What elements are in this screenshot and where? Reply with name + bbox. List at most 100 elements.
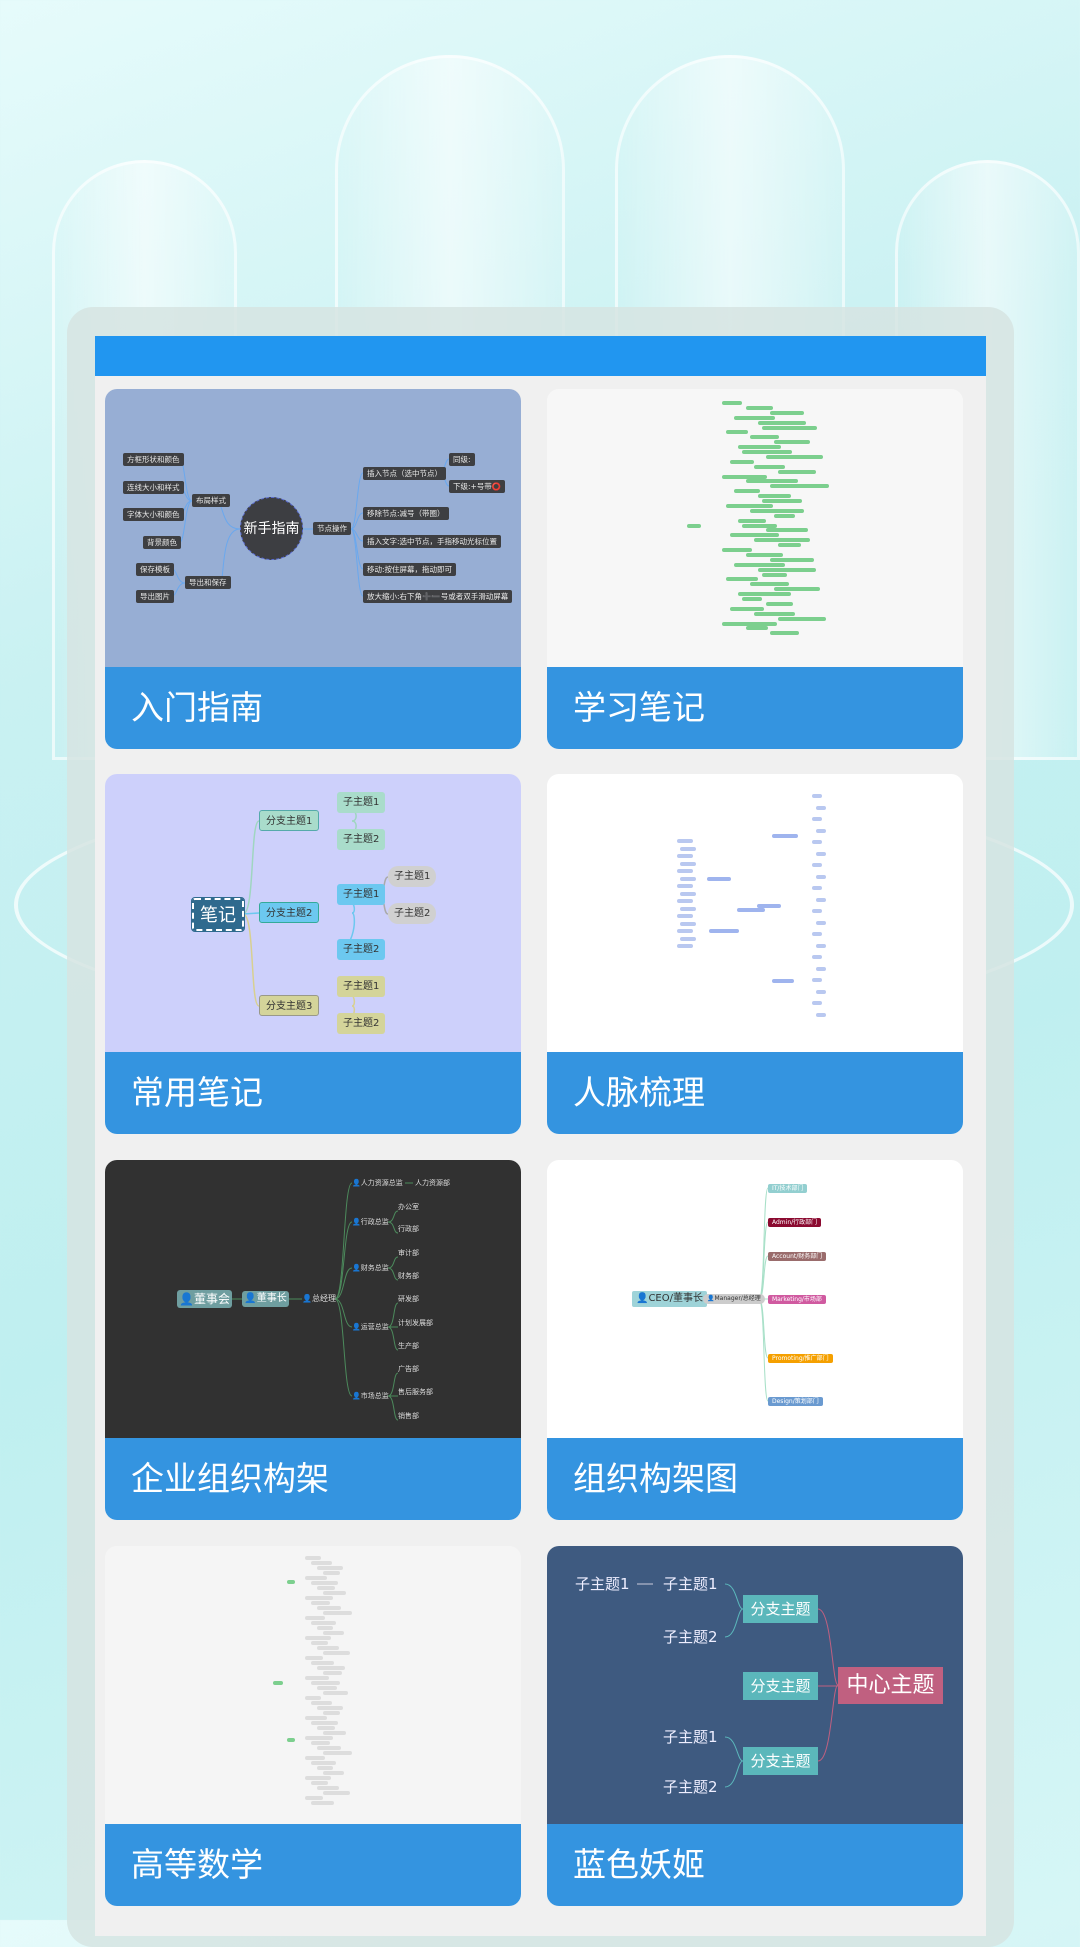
branch-node: 分支主题 bbox=[743, 1595, 818, 1623]
node: 移动:按住屏幕，拖动即可 bbox=[363, 563, 457, 576]
sub-node: 子主题1 bbox=[663, 1728, 718, 1746]
mini-node bbox=[273, 1681, 283, 1685]
mini-node bbox=[812, 840, 822, 844]
mini-node bbox=[742, 597, 762, 601]
mini-node bbox=[812, 817, 822, 821]
mini-node bbox=[317, 1686, 337, 1690]
dept-node: 生产部 bbox=[398, 1342, 419, 1350]
mini-node bbox=[746, 552, 783, 557]
root-node: 👤CEO/董事长 bbox=[632, 1291, 707, 1307]
mini-node bbox=[311, 1601, 330, 1605]
template-card-study-notes[interactable]: 学习笔记 bbox=[547, 389, 963, 749]
template-card-org-chart[interactable]: 👤CEO/董事长 👤Manager/总经理 IT/技术部门 Admin/行政部门… bbox=[547, 1160, 963, 1520]
sub-node: 子主题1 bbox=[575, 1575, 630, 1593]
dept-node: 计划发展部 bbox=[398, 1319, 433, 1327]
connector-lines bbox=[637, 1583, 839, 1788]
mini-node bbox=[305, 1676, 329, 1680]
connector-lines bbox=[232, 1182, 413, 1421]
card-title: 组织构架图 bbox=[547, 1438, 963, 1520]
mini-node bbox=[323, 1571, 340, 1575]
mini-node bbox=[816, 897, 826, 902]
branch-node: 分支主题 bbox=[743, 1747, 818, 1775]
dept-node: Account/财务部门 bbox=[768, 1252, 827, 1261]
dept-node: Marketing/市场部 bbox=[768, 1295, 826, 1304]
mini-node bbox=[750, 435, 779, 440]
template-card-contacts[interactable]: 人脉梳理 bbox=[547, 774, 963, 1134]
mini-node bbox=[762, 425, 817, 430]
mini-node bbox=[677, 899, 693, 903]
mini-node bbox=[770, 631, 799, 636]
center-node: 笔记 bbox=[191, 897, 245, 932]
director-node: 👤运营总监 bbox=[352, 1323, 389, 1331]
mini-node bbox=[758, 567, 816, 572]
mini-node bbox=[311, 1661, 334, 1665]
mini-node bbox=[757, 904, 781, 908]
dept-node: 销售部 bbox=[398, 1412, 419, 1420]
mini-node bbox=[738, 518, 766, 523]
mini-node bbox=[726, 503, 773, 508]
mini-node bbox=[816, 828, 826, 833]
mini-node bbox=[305, 1796, 323, 1800]
mini-node bbox=[323, 1791, 350, 1795]
mini-node bbox=[766, 601, 793, 606]
mini-node bbox=[323, 1651, 350, 1655]
mini-node bbox=[317, 1566, 343, 1570]
gm-node: 👤总经理 bbox=[302, 1294, 336, 1303]
mini-node bbox=[772, 979, 794, 983]
mini-node bbox=[816, 874, 826, 879]
mini-node bbox=[323, 1751, 352, 1755]
mini-node bbox=[746, 479, 798, 484]
mini-node bbox=[762, 572, 787, 577]
mini-node bbox=[323, 1591, 346, 1595]
dept-node: Promoting/推广部门 bbox=[768, 1354, 833, 1363]
sub-node: 子主题2 bbox=[337, 1013, 386, 1034]
mini-node bbox=[317, 1646, 339, 1650]
mini-node bbox=[317, 1726, 335, 1730]
card-title: 企业组织构架 bbox=[105, 1438, 521, 1520]
person-icon: 👤 bbox=[179, 1292, 194, 1306]
dept-node: 行政部 bbox=[398, 1225, 419, 1233]
template-card-common-notes[interactable]: 笔记 分支主题1 分支主题2 分支主题3 子主题1 子主题2 子主题1 子主题2… bbox=[105, 774, 521, 1134]
mini-node bbox=[287, 1580, 295, 1584]
mini-node bbox=[816, 989, 826, 994]
dept-node: IT/技术部门 bbox=[768, 1184, 808, 1193]
person-icon: 👤 bbox=[352, 1323, 361, 1331]
center-node: 中心主题 bbox=[838, 1667, 943, 1704]
mini-node bbox=[305, 1616, 325, 1620]
mini-node bbox=[722, 548, 752, 552]
mini-node bbox=[812, 978, 822, 982]
mini-node bbox=[816, 1012, 826, 1017]
card-title: 高等数学 bbox=[105, 1824, 521, 1906]
dept-node: 办公室 bbox=[398, 1203, 419, 1211]
mini-node bbox=[754, 464, 785, 469]
mini-node bbox=[311, 1761, 336, 1765]
sub-node: 子主题2 bbox=[663, 1628, 718, 1646]
mini-node bbox=[311, 1801, 334, 1805]
template-card-beginner-guide[interactable]: 方框形状和颜色 连线大小和样式 字体大小和颜色 背景颜色 保存模板 导出图片 布… bbox=[105, 389, 521, 749]
mini-node bbox=[746, 626, 768, 631]
mini-node bbox=[305, 1756, 325, 1760]
mini-node bbox=[730, 606, 764, 611]
template-card-advanced-math[interactable]: 高等数学 bbox=[105, 1546, 521, 1906]
mini-node bbox=[323, 1671, 342, 1675]
mini-node bbox=[816, 943, 826, 948]
mini-node bbox=[305, 1776, 331, 1780]
mini-node bbox=[762, 499, 802, 503]
mini-node bbox=[812, 909, 822, 913]
sub-node: 子主题2 bbox=[337, 939, 386, 960]
mini-node bbox=[311, 1721, 338, 1725]
mini-node bbox=[742, 523, 777, 528]
mini-node bbox=[722, 474, 767, 479]
node: 移除节点:减号（带圈） bbox=[363, 507, 449, 520]
template-card-enterprise-org[interactable]: 👤董事会 👤董事长 👤总经理 👤人力资源总监 👤行政总监 👤财务总监 👤运营总监… bbox=[105, 1160, 521, 1520]
mindmap-preview: 子主题1 子主题1 子主题2 子主题1 子主题2 分支主题 分支主题 分支主题 … bbox=[547, 1546, 963, 1824]
director-node: 👤财务总监 bbox=[352, 1264, 389, 1272]
template-card-blue-enchantress[interactable]: 子主题1 子主题1 子主题2 子主题1 子主题2 分支主题 分支主题 分支主题 … bbox=[547, 1546, 963, 1906]
mini-node bbox=[734, 489, 760, 494]
branch-node: 分支主题2 bbox=[259, 902, 320, 923]
mini-node bbox=[317, 1766, 333, 1770]
sub-node: 子主题2 bbox=[663, 1778, 718, 1796]
node: 布局样式 bbox=[192, 494, 230, 507]
mini-node bbox=[305, 1596, 333, 1600]
mini-node bbox=[680, 846, 696, 851]
